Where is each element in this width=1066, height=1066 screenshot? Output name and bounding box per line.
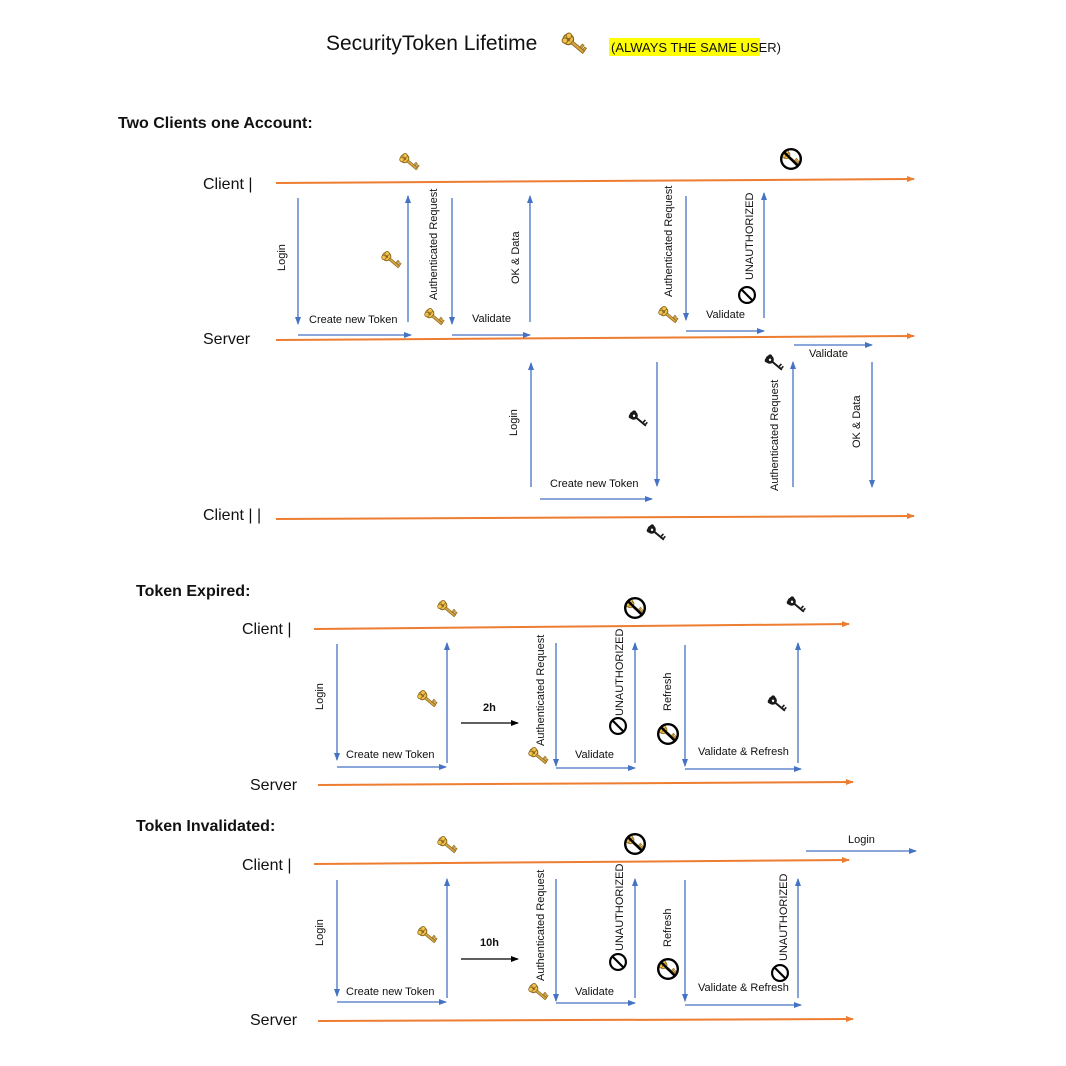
key-icon [436,598,459,620]
revoked-key-icon [657,959,677,979]
key-icon [398,151,421,173]
no-entry-icon [737,286,757,304]
key-icon [416,924,439,946]
message-label: Validate & Refresh [698,982,789,994]
timeline-server [317,1016,854,1023]
no-entry-icon [770,963,790,983]
diagram-title: SecurityToken Lifetime [326,32,537,55]
message-label: UNAUTHORIZED [778,874,790,961]
key-icon [785,595,807,616]
message-label: Login [314,919,326,946]
message-label: Refresh [662,672,674,711]
section-heading: Token Invalidated: [136,818,275,835]
key-icon [423,306,446,328]
title-note: (ALWAYS THE SAME USER) [611,40,781,55]
key-icon [645,523,667,544]
timeline-server [275,333,915,341]
timeline-server [317,779,854,786]
key-icon [657,304,680,326]
key-icon [380,249,403,271]
message-label: Login [276,244,288,271]
duration-label: 10h [480,937,499,949]
message-label: Create new Token [550,478,638,490]
section-heading: Two Clients one Account: [118,115,313,132]
message-label: OK & Data [851,395,863,448]
message-label: Authenticated Request [663,186,675,297]
actor-client-1: Client | [203,176,253,193]
message-label: Authenticated Request [535,870,547,981]
actor-client-1: Client | [242,621,292,638]
message-label: Validate [472,313,511,325]
message-label: Create new Token [309,314,397,326]
message-label: Validate [706,309,745,321]
message-label: Authenticated Request [535,635,547,746]
title-note-highlight [609,38,760,56]
duration-label: 2h [483,702,496,714]
message-label: Authenticated Request [428,189,440,300]
timeline-client-2 [275,513,915,520]
message-label: Create new Token [346,986,434,998]
actor-server: Server [250,777,298,794]
section-two-clients: Two Clients one Account: Client | Server… [118,115,915,544]
section-heading: Token Expired: [136,583,250,600]
message-label: OK & Data [510,231,522,284]
actor-server: Server [203,331,251,348]
timeline-client-1 [275,176,915,184]
message-label: Validate [809,348,848,360]
actor-client-1: Client | [242,857,292,874]
actor-client-2: Client | | [203,507,261,524]
message-label: Create new Token [346,749,434,761]
message-label: Validate & Refresh [698,746,789,758]
message-label: Login [848,834,875,846]
message-label: Validate [575,986,614,998]
revoked-key-icon [657,724,677,744]
message-label: UNAUTHORIZED [614,629,626,716]
key-icon [763,353,785,374]
message-label: UNAUTHORIZED [744,193,756,280]
no-entry-icon [608,716,628,736]
section-token-expired: Token Expired: Client | Server Login Cre… [136,583,854,794]
key-icon [527,981,550,1003]
revoked-key-icon [780,149,800,169]
revoked-key-icon [624,834,644,854]
message-label: Login [314,683,326,710]
revoked-key-icon [624,598,644,618]
timeline-client-1 [313,857,850,865]
key-icon [416,688,439,710]
actor-server: Server [250,1012,298,1029]
section-token-invalidated: Token Invalidated: Client | Server Login… [136,818,917,1029]
no-entry-icon [608,952,628,972]
timeline-client-1 [313,621,850,630]
message-label: Authenticated Request [769,380,781,491]
message-label: Validate [575,749,614,761]
key-icon [527,745,550,767]
key-icon [560,30,589,58]
key-icon [436,834,459,856]
message-label: Login [508,409,520,436]
key-icon [627,409,649,430]
key-icon [766,694,788,715]
message-label: UNAUTHORIZED [614,864,626,951]
message-label: Refresh [662,908,674,947]
